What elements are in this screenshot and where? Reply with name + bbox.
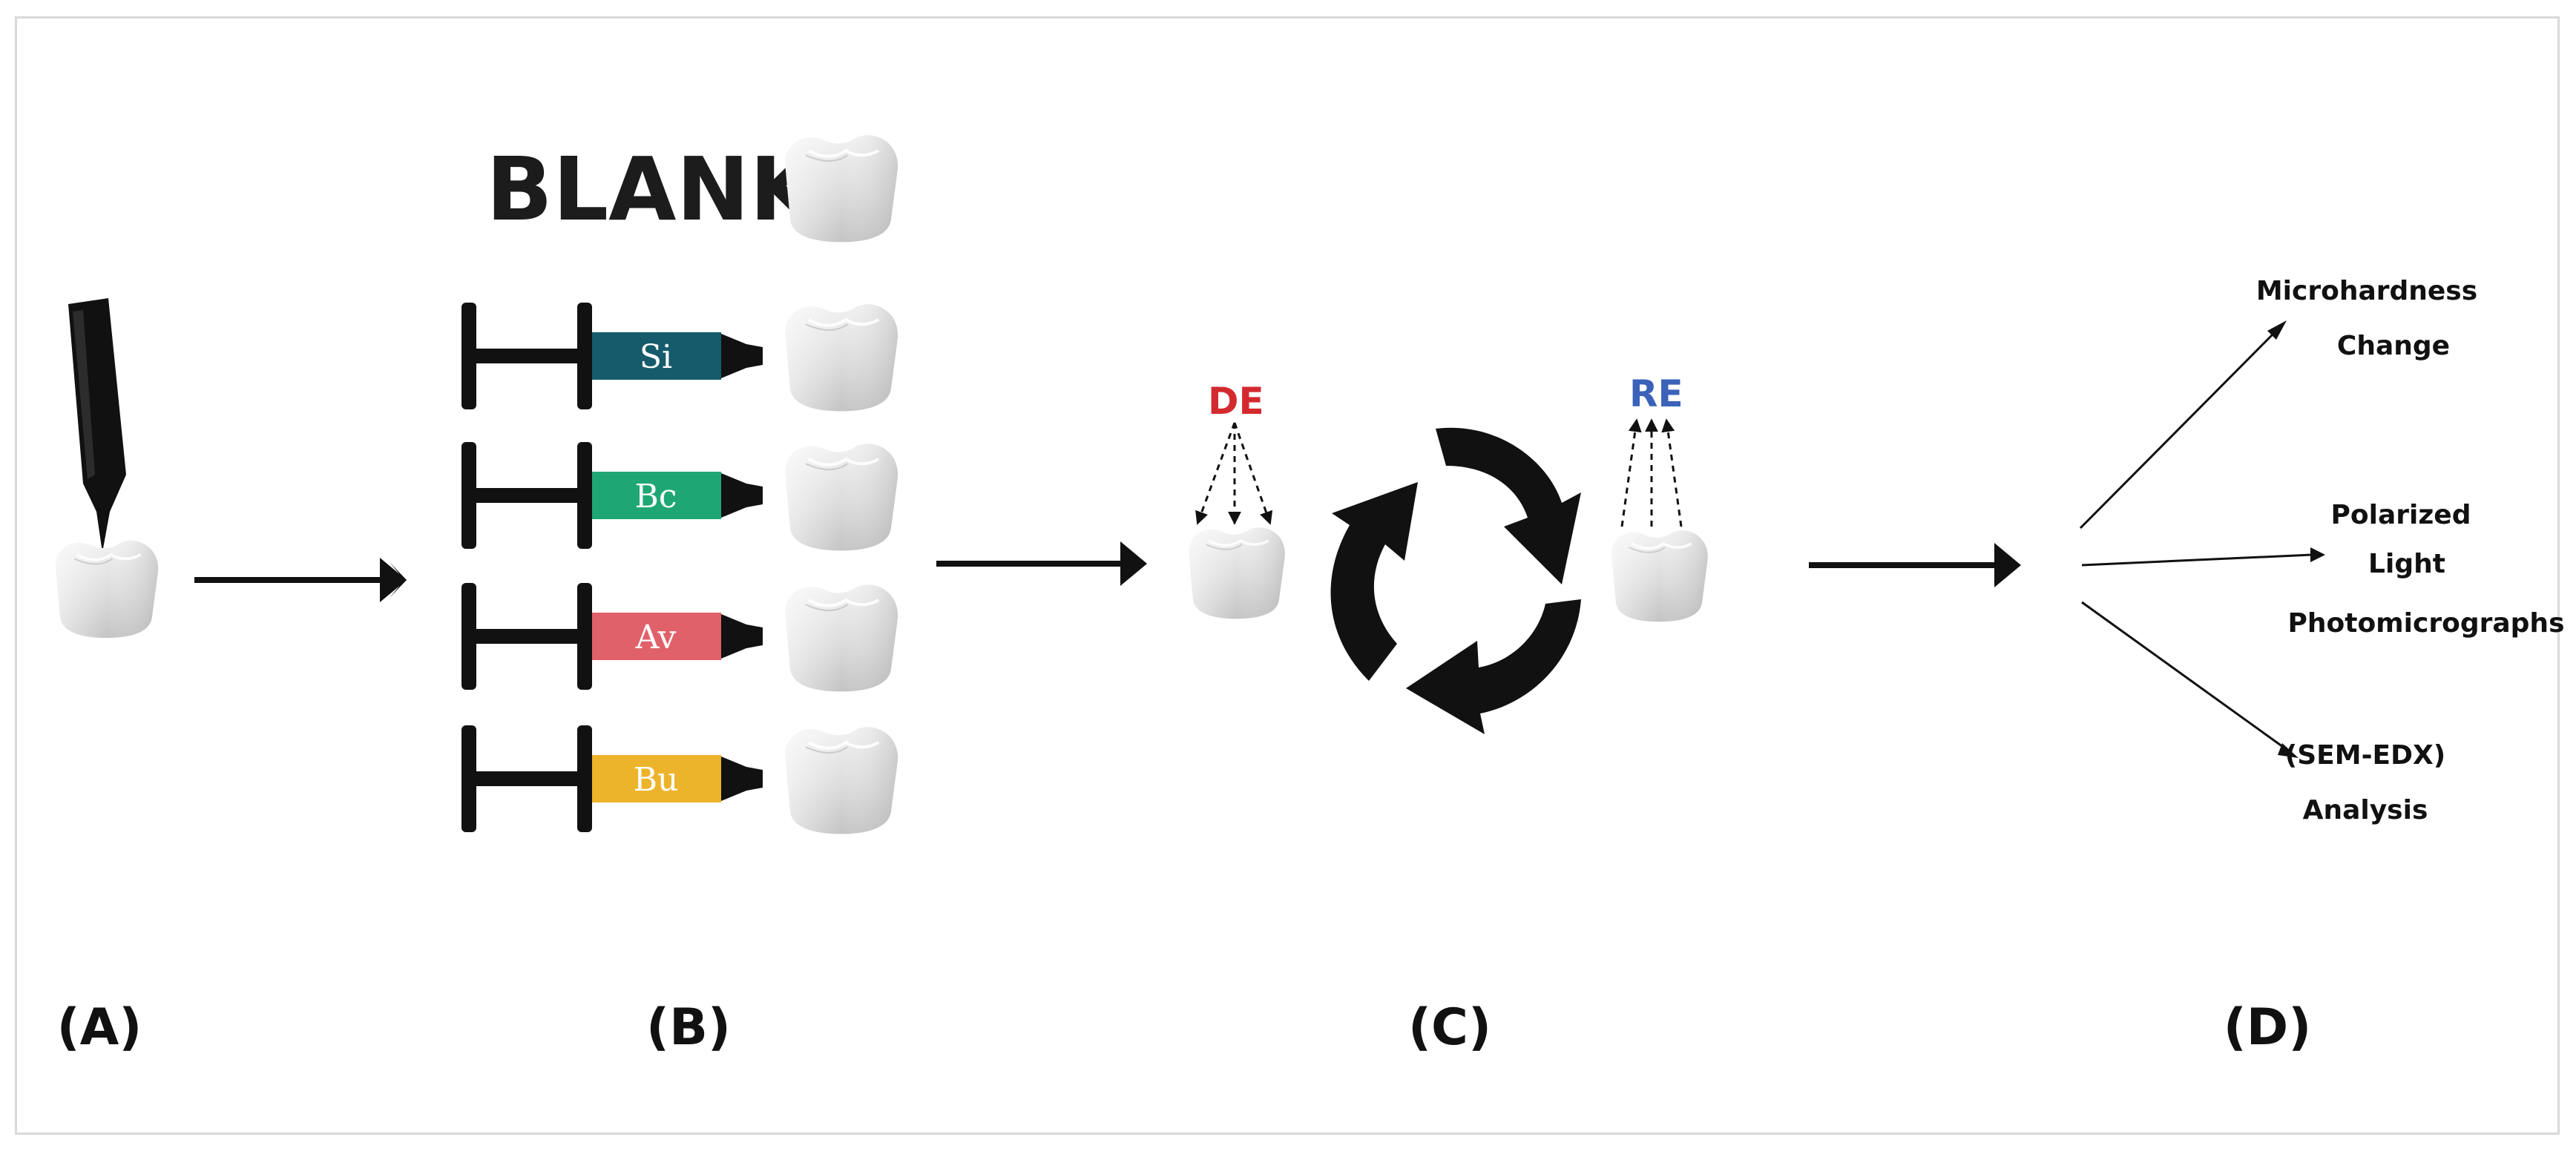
syringe-barrel: [592, 613, 721, 660]
result-2-line-3: Photomicrographs: [2287, 608, 2564, 639]
tooth-icon: [1610, 529, 1709, 624]
panel-d: Microhardness Change Polarized Light Pho…: [2079, 276, 2565, 825]
figure-frame: [15, 16, 2560, 1135]
branch-arrow-1: [2079, 328, 2279, 530]
panel-c: DE RE: [1187, 372, 1709, 734]
syringe-icon: Bc: [461, 442, 763, 549]
result-2-line-2: Light: [2368, 549, 2445, 579]
re-label: RE: [1629, 372, 1683, 415]
tooth-icon: [785, 584, 898, 691]
syringe-icon: Bu: [461, 725, 763, 832]
arrowhead-c: [1994, 543, 2021, 587]
result-3-line-2: Analysis: [2303, 795, 2428, 825]
syringe-barrel: [592, 332, 721, 380]
marker-pen-icon: [68, 298, 126, 553]
syringe-barrel: [592, 755, 721, 802]
tooth-icon: [785, 135, 898, 242]
panel-label-c: (C): [1408, 998, 1491, 1057]
syringe-label: Si: [640, 338, 672, 376]
arrowhead-a: [380, 558, 407, 602]
panel-label-a: (A): [57, 998, 142, 1057]
syringe-label: Bu: [634, 761, 679, 799]
re-arrows: [1620, 418, 1683, 527]
syringe-icon: Si: [461, 303, 763, 409]
syringe-barrel: [592, 472, 721, 519]
panel-label-d: (D): [2224, 998, 2312, 1057]
result-1-line-2: Change: [2337, 331, 2450, 361]
arrowhead-b: [1120, 541, 1147, 586]
blank-label: BLANK: [486, 138, 821, 240]
de-arrows: [1195, 422, 1273, 525]
panel-label-b: (B): [646, 998, 731, 1057]
syringe-label: Bc: [635, 478, 677, 515]
result-2-line-1: Polarized: [2331, 500, 2471, 530]
tooth-icon: [785, 444, 898, 550]
result-3-line-1: (SEM-EDX): [2285, 740, 2445, 771]
tooth-icon: [785, 727, 898, 834]
de-label: DE: [1208, 380, 1264, 423]
cycle-arrows-icon: [1330, 427, 1581, 734]
syringe-icon: Av: [461, 583, 763, 690]
tooth-icon: [54, 538, 160, 639]
branch-arrow-2: [2081, 553, 2313, 567]
panel-a: [54, 298, 407, 639]
tooth-icon: [1187, 526, 1287, 621]
result-1-line-1: Microhardness: [2256, 276, 2477, 306]
syringe-label: Av: [635, 619, 677, 656]
tooth-icon: [785, 304, 898, 411]
branch-arrow-3: [2081, 601, 2289, 752]
